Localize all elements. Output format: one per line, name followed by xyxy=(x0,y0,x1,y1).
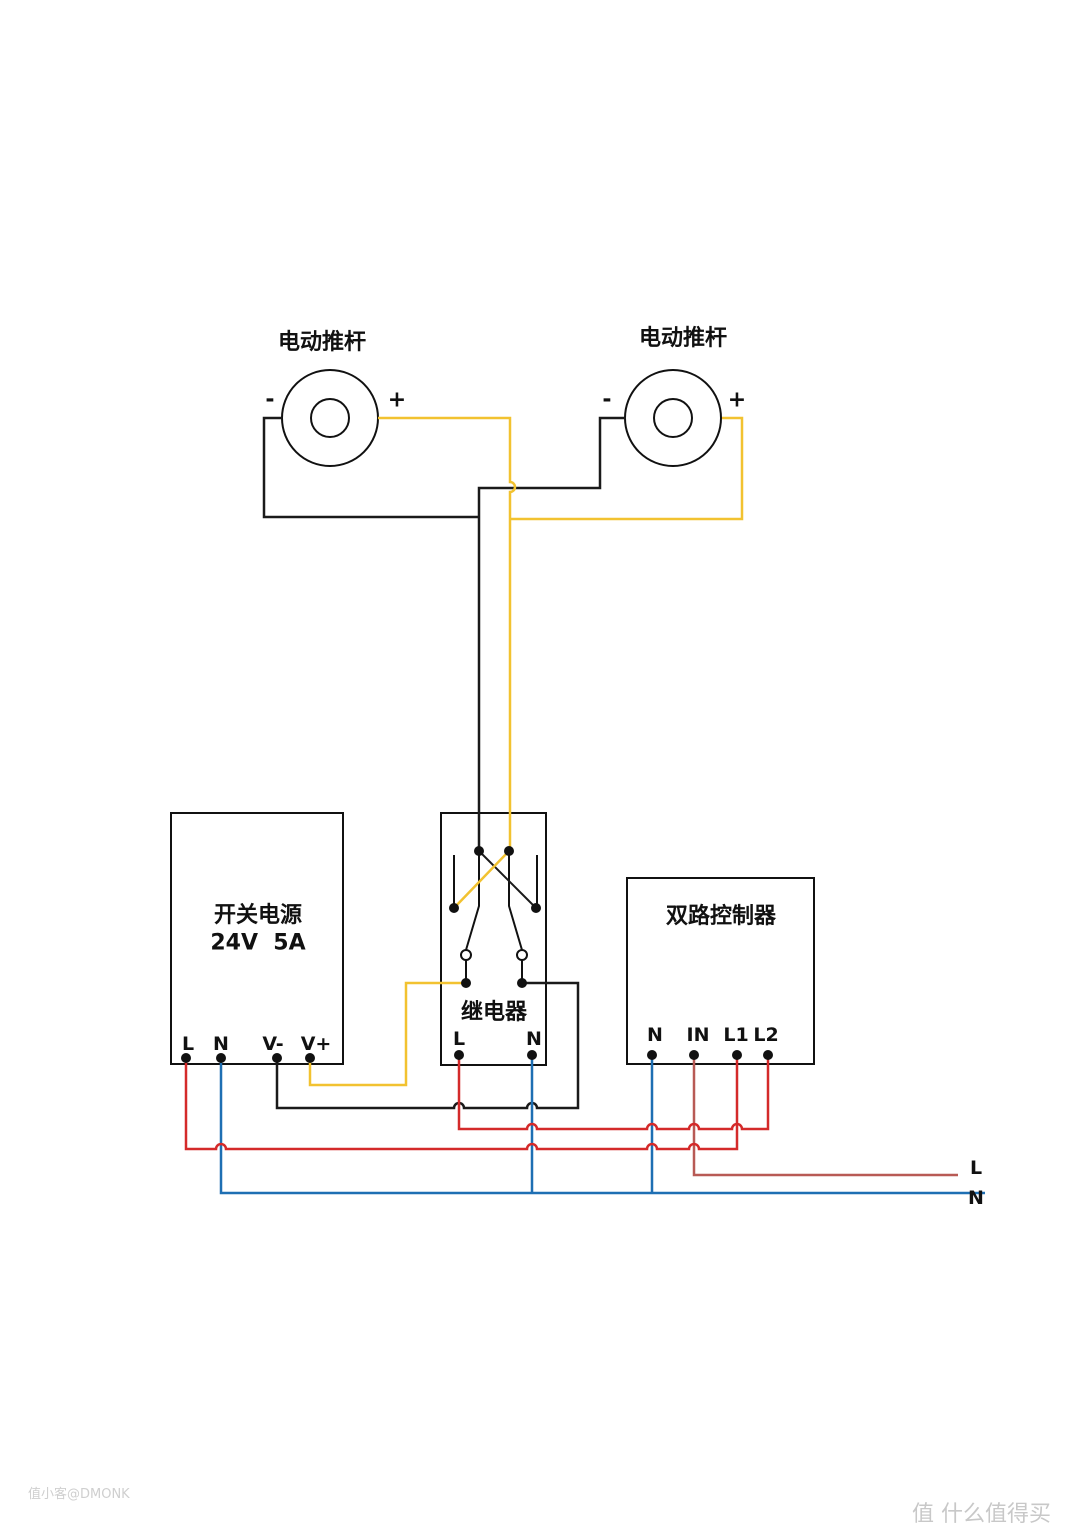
controller-box xyxy=(626,877,815,1065)
watermark-author: 值小客@DMONK xyxy=(28,1487,130,1502)
controller-terminal-in: IN xyxy=(686,1024,710,1046)
terminal-dots xyxy=(181,846,773,1063)
actuator-1 xyxy=(281,369,379,467)
mains-n-label: N xyxy=(968,1187,984,1209)
power-supply-label: 开关电源 xyxy=(213,903,303,928)
psu-terminal-v-plus: V+ xyxy=(300,1033,332,1055)
actuator-2-minus: - xyxy=(602,387,612,413)
power-supply-spec: 24V 5A xyxy=(210,930,306,956)
psu-terminal-v-minus: V- xyxy=(262,1033,284,1055)
controller-terminal-n: N xyxy=(647,1024,663,1046)
relay-label: 继电器 xyxy=(460,1000,528,1025)
actuator-2 xyxy=(624,369,722,467)
wire-v-minus xyxy=(275,981,580,1110)
psu-terminal-l: L xyxy=(181,1033,195,1055)
wire-actuator1-positive xyxy=(378,416,517,851)
relay-box xyxy=(440,812,547,1066)
wire-v-plus xyxy=(308,981,466,1087)
wire-psu-live xyxy=(184,1055,739,1151)
relay-terminal-l: L xyxy=(452,1028,466,1050)
mains-l-label: L xyxy=(969,1157,983,1179)
controller-terminal-l2: L2 xyxy=(753,1024,779,1046)
actuator-2-label: 电动推杆 xyxy=(638,326,728,351)
relay-contacts xyxy=(453,850,538,983)
actuator-2-plus: + xyxy=(727,387,747,413)
controller-label: 双路控制器 xyxy=(665,904,777,929)
wire-neutral xyxy=(219,1055,985,1195)
actuator-1-minus: - xyxy=(265,387,275,413)
psu-terminal-n: N xyxy=(213,1033,229,1055)
wire-controller-in xyxy=(692,1055,958,1177)
wire-black-trunk xyxy=(477,416,626,851)
relay-terminal-n: N xyxy=(526,1028,542,1050)
wire-actuator2-positive xyxy=(510,416,744,521)
actuator-1-label: 电动推杆 xyxy=(277,330,367,355)
controller-terminal-l1: L1 xyxy=(723,1024,749,1046)
power-supply-box xyxy=(170,812,344,1065)
actuator-1-plus: + xyxy=(387,387,407,413)
watermark-site: 值 什么值得买 xyxy=(912,1502,1051,1527)
relay-cross-yellow xyxy=(453,850,510,909)
wire-relay-live xyxy=(457,1055,770,1131)
wire-actuator1-negative xyxy=(262,416,479,519)
